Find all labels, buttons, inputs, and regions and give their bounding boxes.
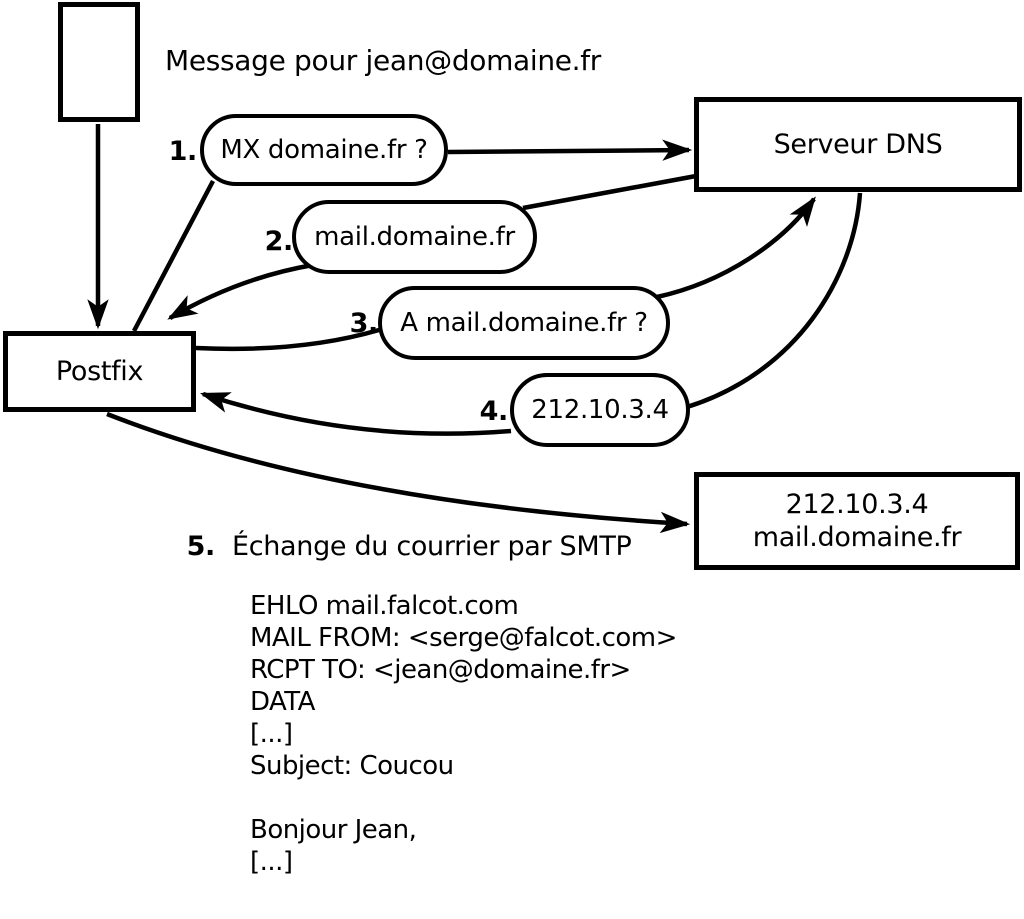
step-2-reply-label: mail.domaine.fr: [314, 222, 515, 252]
arrow-reply2-to-postfix: [167, 262, 314, 320]
arrow-query1-to-dns: [447, 139, 693, 161]
line-dns-to-reply4: [686, 192, 863, 410]
arrow-postfix-to-remote-smtp: [106, 411, 691, 534]
step-5-label: Échange du courrier par SMTP: [232, 531, 632, 562]
message-label: Message pour jean@domaine.fr: [165, 44, 601, 77]
remote-server-hostname: mail.domaine.fr: [752, 522, 962, 553]
smtp-session-text: EHLO mail.falcot.com MAIL FROM: <serge@f…: [250, 591, 677, 919]
line-dns-to-reply2: [522, 173, 697, 211]
step-3-query-pill: A mail.domaine.fr ?: [378, 286, 670, 360]
line-postfix-to-query3: [195, 327, 380, 352]
step-3-query-label: A mail.domaine.fr ?: [400, 308, 648, 338]
postfix-box: Postfix: [3, 331, 196, 412]
step-4-reply-label: 212.10.3.4: [531, 395, 669, 425]
dns-server-label: Serveur DNS: [773, 129, 943, 160]
step-3-number: 3.: [349, 308, 379, 339]
remote-server-box: 212.10.3.4 mail.domaine.fr: [694, 472, 1020, 570]
step-1-query-label: MX domaine.fr ?: [220, 135, 428, 165]
line-postfix-to-query1: [132, 179, 215, 333]
arrow-query3-to-dns: [656, 196, 816, 300]
remote-server-ip: 212.10.3.4: [785, 489, 929, 520]
postfix-label: Postfix: [55, 356, 144, 387]
step-2-reply-pill: mail.domaine.fr: [292, 200, 537, 274]
step-5-number: 5.: [186, 531, 216, 562]
step-4-number: 4.: [479, 396, 509, 427]
step-2-number: 2.: [264, 226, 294, 257]
dns-server-box: Serveur DNS: [694, 97, 1022, 192]
step-1-query-pill: MX domaine.fr ?: [200, 114, 448, 186]
arrow-reply4-to-postfix: [199, 391, 512, 436]
message-box: [58, 2, 140, 122]
step-4-reply-pill: 212.10.3.4: [510, 373, 690, 447]
step-1-number: 1.: [168, 136, 198, 167]
